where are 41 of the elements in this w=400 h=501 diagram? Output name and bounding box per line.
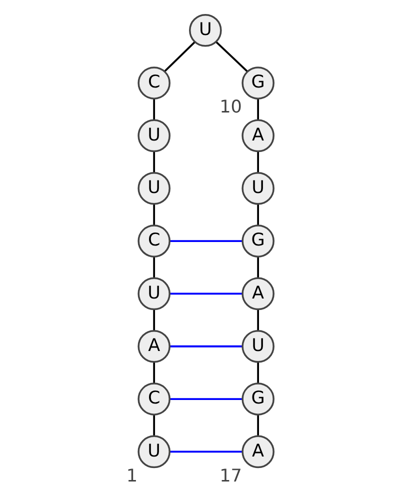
- connector: [153, 256, 156, 278]
- connector: [170, 398, 242, 400]
- node-circle: U: [242, 330, 274, 363]
- node-circle: C: [138, 382, 170, 416]
- connector: [170, 345, 242, 348]
- connector: [170, 450, 242, 453]
- node-circle: U: [138, 277, 170, 310]
- connector: [257, 414, 260, 436]
- connector: [257, 309, 260, 331]
- connector: [215, 41, 248, 72]
- node-circle: U: [242, 172, 274, 205]
- connector: [153, 414, 156, 436]
- connector: [170, 240, 242, 242]
- connector: [153, 204, 156, 226]
- node-circle: G: [242, 66, 274, 100]
- node-circle: A: [138, 330, 170, 363]
- connector: [257, 204, 260, 226]
- node-circle: U: [189, 14, 222, 47]
- connector: [153, 151, 156, 173]
- node-circle: U: [138, 172, 170, 205]
- connector: [164, 41, 196, 72]
- connector: [257, 151, 260, 173]
- connector: [153, 362, 156, 384]
- connector: [153, 309, 156, 331]
- node-circle: G: [242, 382, 274, 416]
- node-circle: A: [242, 435, 274, 468]
- connector: [257, 98, 260, 120]
- connector: [170, 292, 242, 295]
- node-label: 17: [220, 466, 242, 486]
- connector: [153, 98, 156, 120]
- node-circle: U: [138, 119, 170, 152]
- node-circle: U: [138, 435, 170, 468]
- node-circle: A: [242, 277, 274, 310]
- node-circle: C: [138, 224, 170, 258]
- node-circle: C: [138, 66, 170, 100]
- connector: [257, 256, 260, 278]
- node-circle: A: [242, 119, 274, 152]
- node-label: 10: [220, 98, 242, 118]
- connector: [257, 362, 260, 384]
- node-circle: G: [242, 224, 274, 258]
- node-label: 1: [126, 466, 138, 486]
